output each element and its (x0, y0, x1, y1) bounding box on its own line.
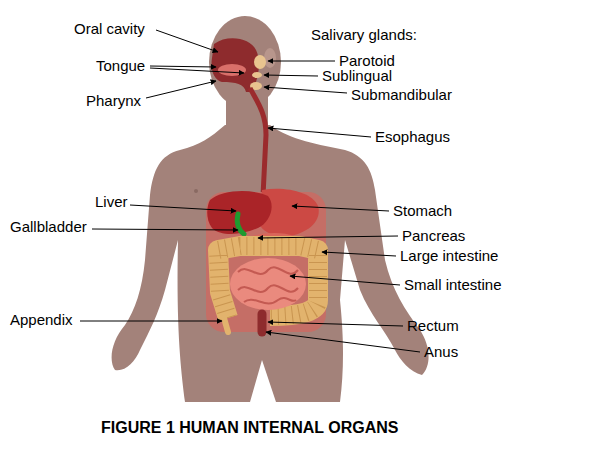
organ-label: Tongue (96, 58, 145, 74)
organ-label: Gallbladder (10, 219, 87, 235)
body-silhouette (112, 16, 429, 402)
organ-label: Small intestine (404, 277, 502, 293)
leader-lines (80, 30, 420, 352)
organ-label: Large intestine (400, 248, 498, 264)
organ-label: Pharynx (86, 93, 141, 109)
organ-label: Oral cavity (74, 21, 145, 37)
organ-label: Pancreas (402, 228, 465, 244)
organ-label: Stomach (393, 203, 452, 219)
organ-label: Rectum (407, 318, 459, 334)
mouth-organs (211, 38, 266, 196)
gland-label: Submandibular (351, 87, 452, 103)
group-heading: Salivary glands: (311, 27, 417, 43)
organ-label: Appendix (10, 312, 73, 328)
gland-label: Parotoid (339, 53, 395, 69)
organ-label: Anus (424, 344, 458, 360)
figure-caption: FIGURE 1 HUMAN INTERNAL ORGANS (101, 419, 399, 437)
gland-label: Sublingual (322, 68, 392, 84)
organ-label: Esophagus (375, 129, 450, 145)
organ-label: Liver (95, 194, 128, 210)
